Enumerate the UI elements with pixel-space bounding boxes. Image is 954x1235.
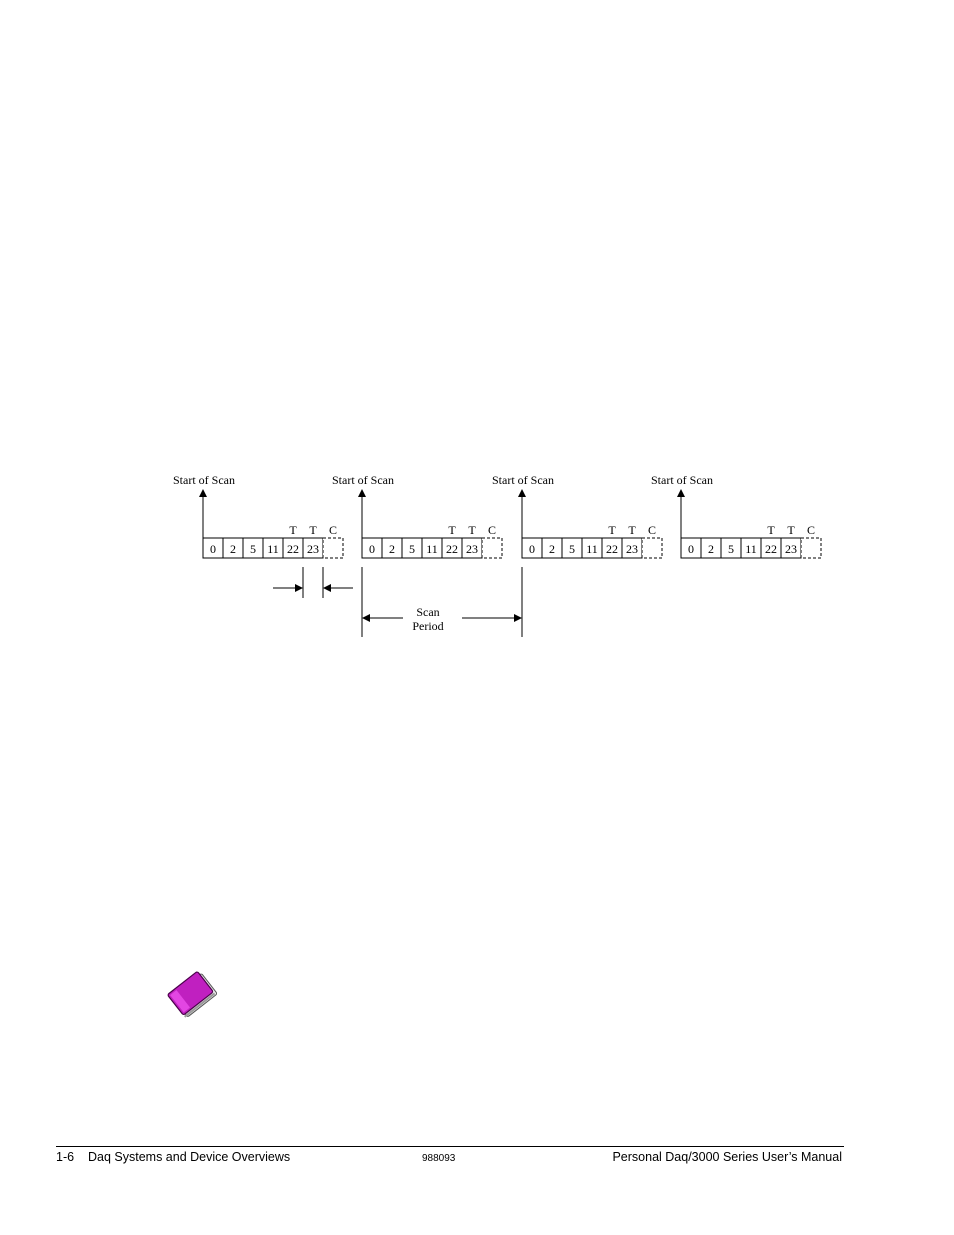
thermocouple-marker: T bbox=[787, 523, 795, 537]
channel-number: 11 bbox=[745, 542, 757, 556]
channel-number: 2 bbox=[389, 542, 395, 556]
calibration-slot bbox=[481, 537, 503, 559]
channel-number: 0 bbox=[529, 542, 535, 556]
scan-period-label-line1: Scan bbox=[416, 605, 439, 619]
footer-left: 1-6 Daq Systems and Device Overviews bbox=[56, 1150, 290, 1164]
footer-section: Daq Systems and Device Overviews bbox=[87, 1150, 291, 1164]
footer-page-ref: 1-6 bbox=[56, 1150, 75, 1164]
thermocouple-marker: T bbox=[309, 523, 317, 537]
channel-number: 5 bbox=[409, 542, 415, 556]
thermocouple-marker: T bbox=[608, 523, 616, 537]
channel-number: 11 bbox=[426, 542, 438, 556]
channel-number: 23 bbox=[466, 542, 478, 556]
channel-number: 23 bbox=[626, 542, 638, 556]
thermocouple-marker: T bbox=[767, 523, 775, 537]
channel-number: 22 bbox=[446, 542, 458, 556]
start-of-scan-label: Start of Scan bbox=[492, 473, 554, 487]
calibration-marker: C bbox=[488, 523, 496, 537]
channel-number: 0 bbox=[210, 542, 216, 556]
channel-number: 0 bbox=[688, 542, 694, 556]
channel-number: 22 bbox=[606, 542, 618, 556]
calibration-slot bbox=[641, 537, 663, 559]
channel-number: 11 bbox=[586, 542, 598, 556]
calibration-marker: C bbox=[648, 523, 656, 537]
start-of-scan-label: Start of Scan bbox=[332, 473, 394, 487]
channel-number: 11 bbox=[267, 542, 279, 556]
start-of-scan-label: Start of Scan bbox=[651, 473, 713, 487]
thermocouple-marker: T bbox=[289, 523, 297, 537]
calibration-marker: C bbox=[329, 523, 337, 537]
channel-number: 5 bbox=[250, 542, 256, 556]
calibration-marker: C bbox=[807, 523, 815, 537]
channel-number: 22 bbox=[765, 542, 777, 556]
thermocouple-marker: T bbox=[628, 523, 636, 537]
calibration-slot bbox=[800, 537, 822, 559]
channel-number: 5 bbox=[569, 542, 575, 556]
channel-number: 2 bbox=[708, 542, 714, 556]
channel-number: 5 bbox=[728, 542, 734, 556]
channel-number: 0 bbox=[369, 542, 375, 556]
footer-manual-title: Personal Daq/3000 Series User’s Manual bbox=[612, 1150, 842, 1164]
book-icon bbox=[167, 971, 218, 1018]
channel-number: 23 bbox=[307, 542, 319, 556]
channel-number: 2 bbox=[230, 542, 236, 556]
calibration-slot bbox=[322, 537, 344, 559]
scan-period-label-line2: Period bbox=[412, 619, 443, 633]
start-of-scan-label: Start of Scan bbox=[173, 473, 235, 487]
channel-number: 23 bbox=[785, 542, 797, 556]
channel-number: 22 bbox=[287, 542, 299, 556]
thermocouple-marker: T bbox=[448, 523, 456, 537]
channel-number: 2 bbox=[549, 542, 555, 556]
thermocouple-marker: T bbox=[468, 523, 476, 537]
footer-rule bbox=[56, 1146, 844, 1147]
footer-doc-number: 988093 bbox=[422, 1153, 456, 1164]
